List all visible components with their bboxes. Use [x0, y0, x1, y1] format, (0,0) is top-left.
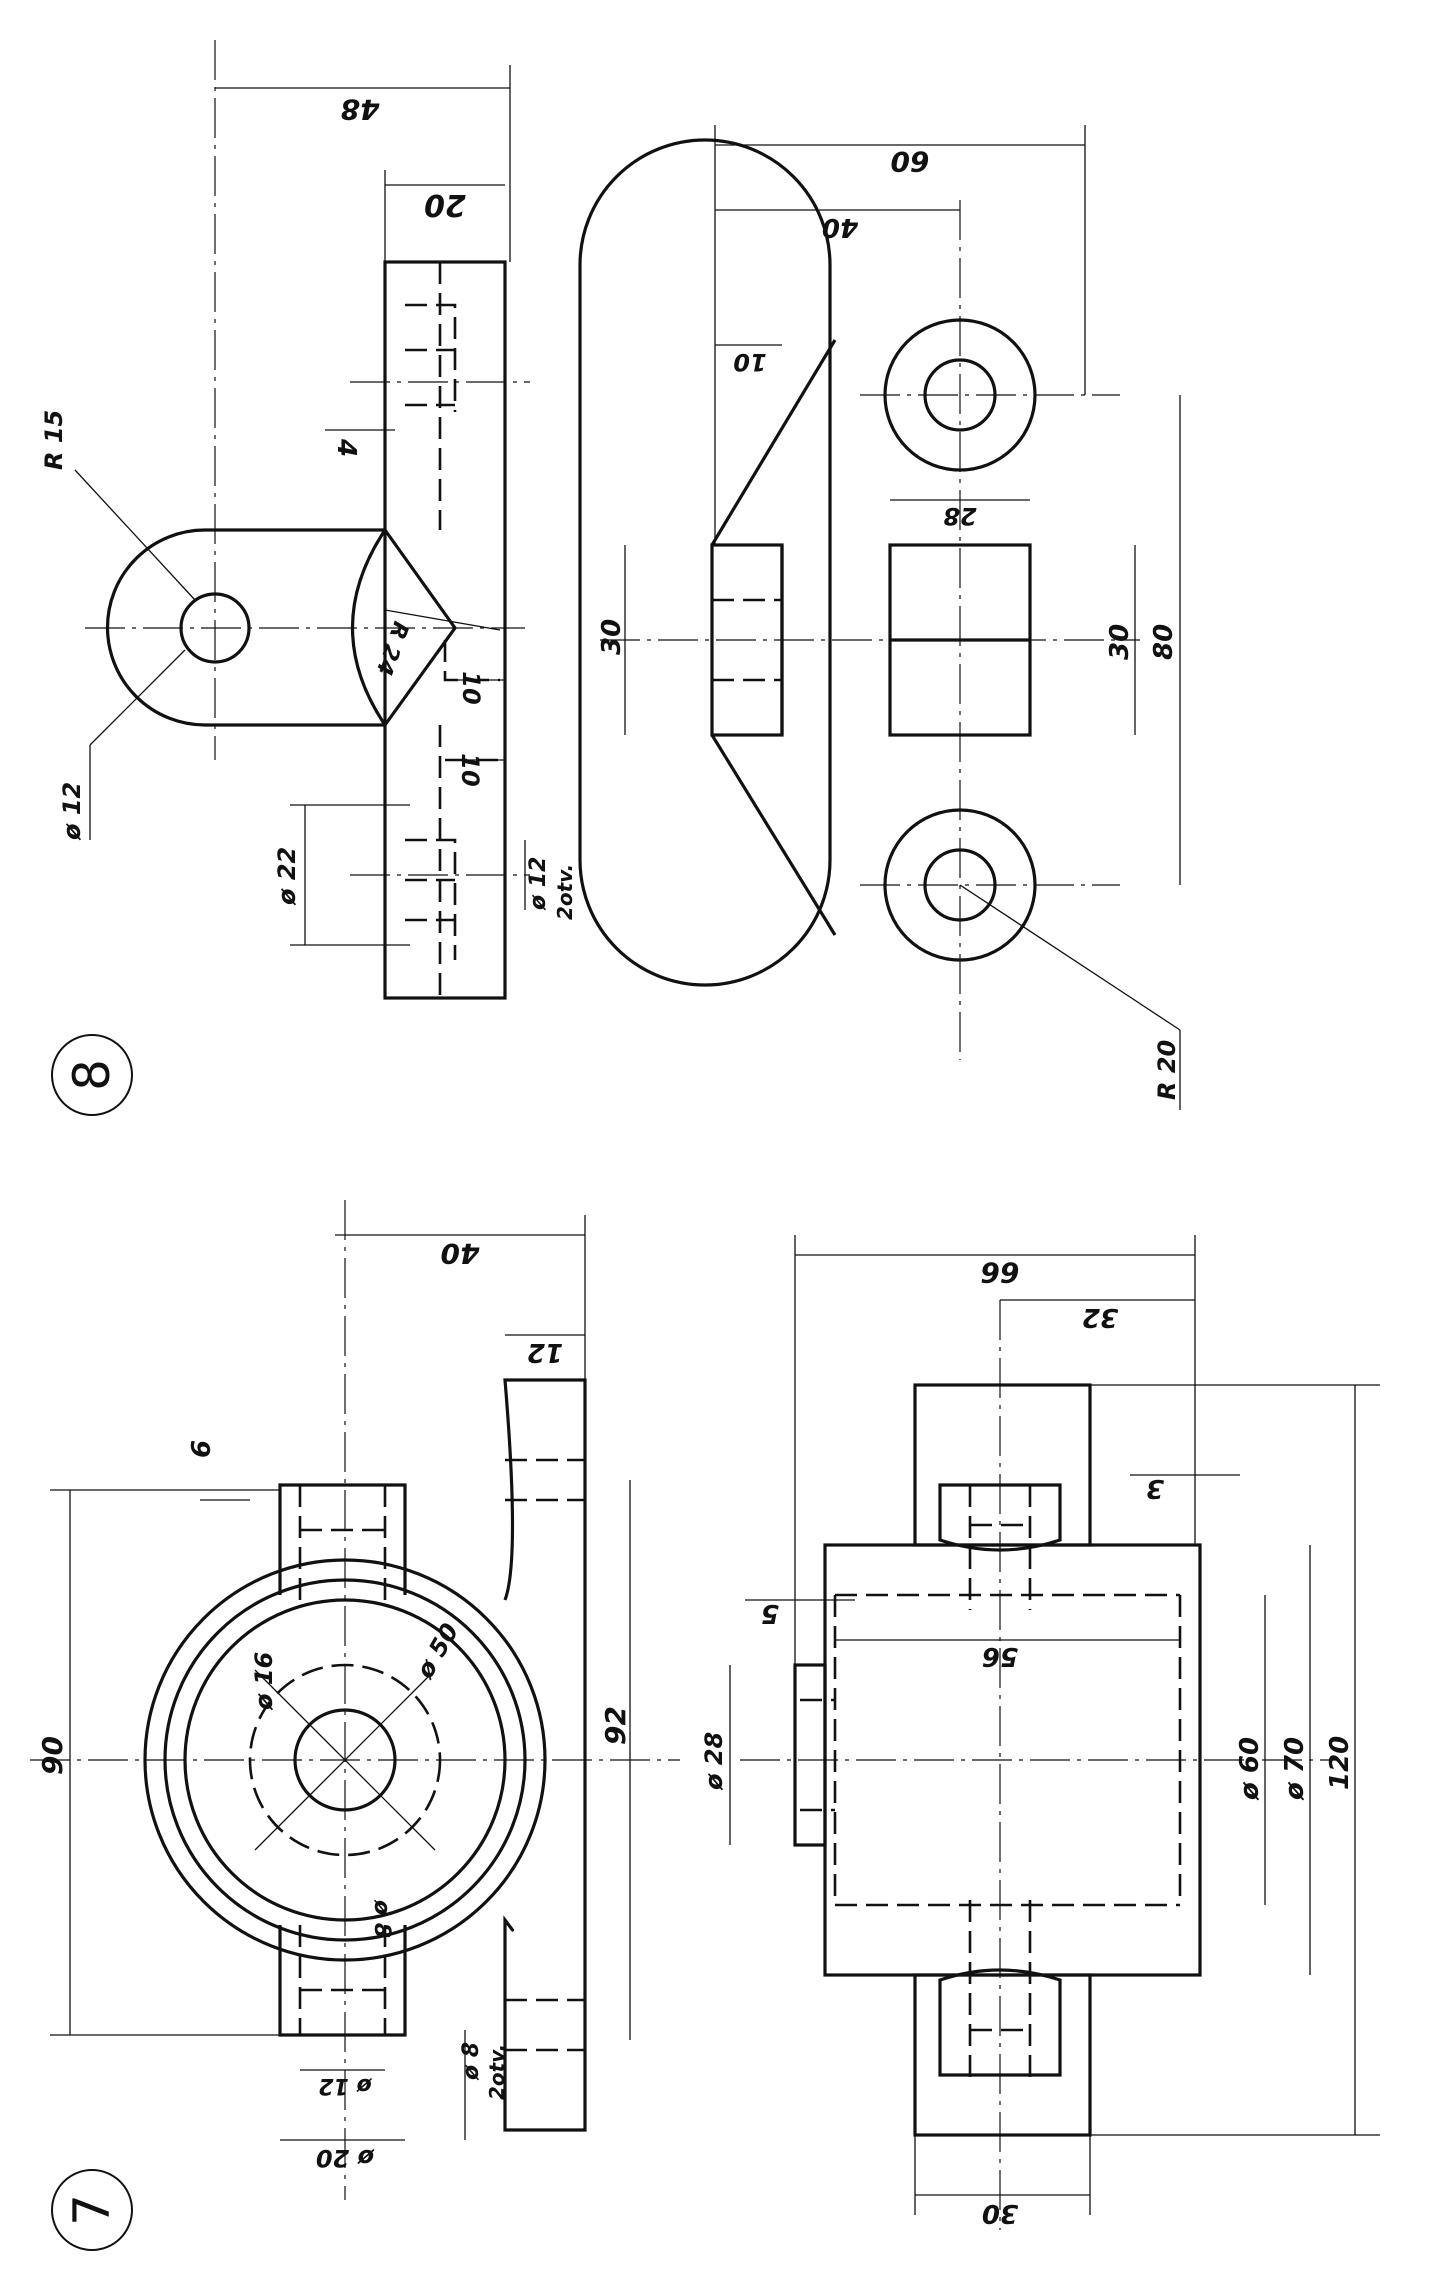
- dim7-56: 56: [982, 1641, 1018, 1671]
- dim7-phi20: ø 20: [316, 2144, 375, 2172]
- dim7-phi70: ø 70: [1280, 1737, 1310, 1801]
- bottom-block: [913, 1973, 1092, 2137]
- figure-8: 8 48 20: [40, 40, 1181, 1116]
- figure8-two-holes: 2otv.: [553, 864, 577, 920]
- dim7-12: 12: [527, 1337, 563, 1367]
- r20-leader: [959, 884, 1181, 1031]
- dim-30-left: 30: [597, 619, 627, 655]
- r15-leader: [74, 469, 196, 601]
- dim7-phi50: ø 50: [410, 1619, 464, 1684]
- side-arm: [503, 1378, 587, 2132]
- base-plate-outline: [383, 260, 507, 1000]
- figure-7-number: 7: [63, 2194, 121, 2226]
- dim-28: 28: [943, 502, 976, 530]
- dim-80: 80: [1149, 624, 1179, 660]
- front-hidden-top: [968, 1485, 1032, 1610]
- lug-top: [278, 1483, 407, 1595]
- dim-4: 4: [331, 438, 361, 457]
- dim-phi12: ø 12: [58, 782, 86, 841]
- dim7-90: 90: [36, 1736, 69, 1775]
- dim7-6: 6: [187, 1440, 217, 1458]
- dim7-3: 3: [1146, 1473, 1164, 1503]
- dim-10a: 10: [457, 671, 485, 704]
- dim7-phi16: ø 16: [250, 1652, 278, 1711]
- bottom-boss: [938, 1968, 1062, 2077]
- figure-8-side-view: 48 20 R 15 4 R 24 10 10 ø 12: [40, 40, 577, 1000]
- dim7-92: 92: [599, 1706, 632, 1745]
- dim7-32: 32: [1082, 1302, 1118, 1332]
- figure7-two-holes: 2otv.: [485, 2044, 509, 2100]
- figure-7-front-view: 66 32 3 5 56 ø 28 ø 60 ø 70: [700, 1235, 1380, 2230]
- lug-bottom-hidden: [298, 1925, 387, 2035]
- top-block: [913, 1383, 1092, 1547]
- dim-r20: R 20: [1153, 1040, 1181, 1100]
- figure-7: 7 40 12: [30, 1200, 1380, 2251]
- left-boss: [793, 1663, 827, 1847]
- figure-8-number-circle: [51, 1034, 133, 1116]
- figure-7-number-circle: [51, 2169, 133, 2251]
- dim-r24: R 24: [370, 618, 412, 678]
- dim7-phi28: ø 28: [700, 1732, 728, 1791]
- dim7-phi12: ø 12: [318, 2073, 372, 2098]
- dim7-phi8: ø 8: [459, 2042, 484, 2081]
- r24-leader: [384, 609, 501, 631]
- top-boss: [938, 1483, 1062, 1552]
- phi12-leader: [89, 649, 186, 746]
- dim-30-right: 30: [1105, 624, 1135, 660]
- figure-8-number: 8: [63, 1059, 121, 1091]
- dim7-phi60: ø 60: [1235, 1737, 1265, 1801]
- figure-8-plan-view: 60 40 10 28 30 30 80 R 20: [578, 125, 1181, 1110]
- side-arm-hidden: [505, 1458, 585, 2052]
- dim-r15: R 15: [40, 410, 68, 470]
- figure-7-top-view: 40 12 6 90 ø 16 ø 50 ø 8 92 ø 12 ø 20: [30, 1200, 680, 2200]
- dim7-66: 66: [981, 1256, 1020, 1289]
- dim-10c: 10: [733, 348, 766, 376]
- dim-40: 40: [822, 212, 859, 242]
- front-hidden-bottom: [968, 1900, 1032, 2080]
- lug-top-hidden: [298, 1485, 387, 1600]
- dim7-40: 40: [441, 1237, 481, 1270]
- dim7-120: 120: [1325, 1736, 1355, 1790]
- lug-bottom: [278, 1925, 407, 2037]
- dim7-30: 30: [982, 2198, 1018, 2228]
- obround-plate: [578, 138, 832, 987]
- dim7-5: 5: [761, 1598, 779, 1628]
- front-hidden-left: [800, 1698, 835, 1812]
- hidden-holes-top: [405, 262, 457, 530]
- top-center-diag2: [254, 1669, 436, 1851]
- front-hidden-bore: [833, 1593, 1182, 1907]
- dim7-phi8-hole: ø 8: [369, 1899, 394, 1938]
- dim-48: 48: [341, 93, 381, 126]
- rib: [710, 339, 837, 936]
- hidden-holes-bottom: [405, 725, 457, 998]
- dim-phi12-2: ø 12: [526, 857, 551, 911]
- dim-phi22: ø 22: [273, 847, 301, 906]
- dim-20: 20: [424, 187, 466, 222]
- dim-10b: 10: [456, 753, 484, 786]
- boss-block-hidden: [712, 598, 782, 682]
- dim-60: 60: [891, 145, 930, 178]
